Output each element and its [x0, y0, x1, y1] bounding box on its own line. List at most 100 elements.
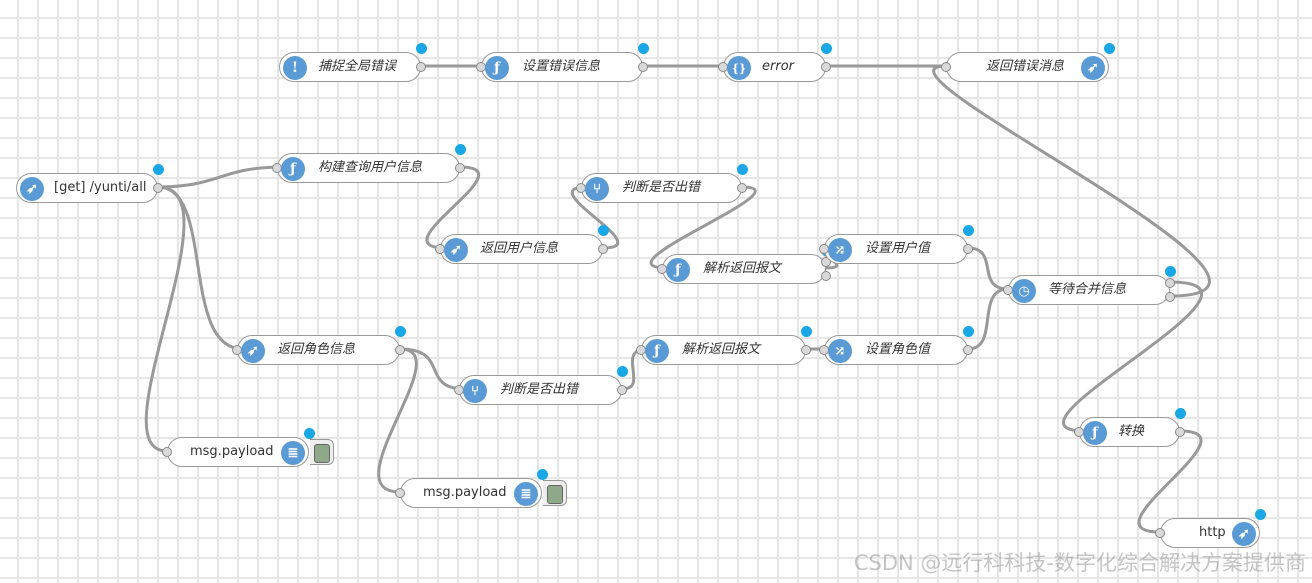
node-label: http [1199, 525, 1226, 540]
status-dot [963, 225, 974, 236]
node-label: 设置用户值 [865, 241, 931, 256]
node-label: 判断是否出错 [500, 382, 579, 397]
output-port-2[interactable] [821, 271, 831, 281]
output-port[interactable] [455, 163, 465, 173]
status-dot [416, 43, 427, 54]
return-error-response-node[interactable]: 返回错误消息 ➶ [941, 43, 1115, 82]
debug-node-2[interactable]: msg.payload ≣ [395, 469, 567, 508]
status-dot [598, 225, 609, 236]
function-icon: ƒ [666, 258, 690, 282]
status-dot [153, 164, 164, 175]
http-request-icon: ➶ [444, 238, 468, 262]
node-label: error [762, 59, 794, 74]
function-icon: ƒ [485, 56, 509, 80]
status-dot [1255, 509, 1266, 520]
build-query-function-node[interactable]: ƒ 构建查询用户信息 [272, 144, 466, 183]
output-port[interactable] [737, 183, 747, 193]
set-error-function-node[interactable]: ƒ 设置错误信息 [476, 43, 649, 82]
parse-response-function-node-2[interactable]: ƒ 解析返回报文 [636, 326, 812, 365]
output-port-2[interactable] [1165, 292, 1175, 302]
input-port[interactable] [395, 488, 405, 498]
node-label: 返回错误消息 [986, 59, 1065, 74]
switch-icon: ⑂ [463, 379, 487, 403]
http-response-icon: ➶ [1232, 522, 1256, 546]
node-label: msg.payload [190, 444, 274, 459]
wire-convert-to-http-out [1137, 429, 1203, 534]
check-error-switch-node-2[interactable]: ⑂ 判断是否出错 [454, 366, 628, 405]
node-label: 返回用户信息 [480, 241, 559, 256]
status-dot [395, 326, 406, 337]
set-user-change-node[interactable]: ⤮ 设置用户值 [819, 225, 974, 264]
function-icon: ƒ [645, 339, 669, 363]
wire-set-role-to-wait [967, 287, 1009, 351]
change-icon: ⤮ [828, 238, 852, 262]
parse-response-function-node-1[interactable]: ƒ 解析返回报文 [657, 245, 832, 284]
http-request-icon: ➶ [241, 339, 265, 363]
output-port[interactable] [395, 345, 405, 355]
change-icon: ⤮ [828, 339, 852, 363]
status-dot [638, 43, 649, 54]
watermark-text: CSDN @远行科科技-数字化综合解决方案提供商 [853, 551, 1306, 575]
output-port[interactable] [617, 385, 627, 395]
debug-node-1[interactable]: msg.payload ≣ [162, 428, 334, 467]
status-dot [737, 164, 748, 175]
status-dot [1175, 408, 1186, 419]
wire-build-query-to-return-user [425, 165, 480, 250]
check-error-switch-node-1[interactable]: ⑂ 判断是否出错 [576, 164, 748, 203]
output-port[interactable] [963, 244, 973, 254]
switch-icon: ⑂ [585, 177, 609, 201]
input-port[interactable] [162, 447, 172, 457]
wire-return-role-to-debug-2 [377, 347, 418, 494]
output-port[interactable] [1175, 427, 1185, 437]
http-response-node[interactable]: http ➶ [1155, 509, 1266, 548]
return-role-request-node[interactable]: ➶ 返回角色信息 [232, 326, 406, 365]
node-label: 解析返回报文 [682, 342, 761, 357]
debug-list-icon: ≣ [281, 441, 305, 465]
output-port[interactable] [1165, 278, 1175, 288]
convert-function-node[interactable]: ƒ 转换 [1074, 408, 1186, 447]
node-label: [get] /yunti/all [54, 180, 147, 195]
function-icon: ƒ [1083, 421, 1107, 445]
wait-merge-join-node[interactable]: ◷ 等待合并信息 [1003, 266, 1176, 305]
debug-toggle-button[interactable] [310, 439, 334, 465]
input-port[interactable] [1155, 528, 1165, 538]
catch-all-node[interactable]: ! 捕捉全局错误 [279, 43, 427, 82]
node-label: 设置角色值 [865, 342, 931, 357]
status-dot [455, 144, 466, 155]
http-in-node[interactable]: ➶ [get] /yunti/all [16, 164, 164, 203]
status-dot [821, 43, 832, 54]
wire-return-user-to-check-error-1 [570, 185, 620, 250]
wire-set-user-to-wait [967, 246, 1009, 291]
exclamation-icon: ! [283, 56, 307, 80]
status-dot [537, 469, 548, 480]
output-port[interactable] [801, 345, 811, 355]
node-label: 设置错误信息 [522, 59, 601, 74]
output-port[interactable] [821, 62, 831, 72]
output-port[interactable] [638, 62, 648, 72]
status-dot [304, 428, 315, 439]
wire-wait-to-return-error [932, 64, 1211, 298]
output-port[interactable] [963, 345, 973, 355]
error-template-node[interactable]: {} error [718, 43, 832, 82]
status-dot [617, 366, 628, 377]
output-port[interactable] [153, 183, 163, 193]
return-user-request-node[interactable]: ➶ 返回用户信息 [435, 225, 609, 264]
http-response-icon: ➶ [1081, 56, 1105, 80]
node-label: msg.payload [423, 485, 507, 500]
wire-check-error-1-to-parse-1 [649, 185, 757, 270]
output-port[interactable] [416, 62, 426, 72]
wire-httpin-to-debug-1 [144, 185, 186, 453]
input-port[interactable] [941, 62, 951, 72]
status-dot [801, 326, 812, 337]
wire-httpin-to-return-role [157, 185, 244, 351]
set-role-change-node[interactable]: ⤮ 设置角色值 [819, 326, 974, 365]
node-label: 构建查询用户信息 [318, 160, 423, 175]
http-in-icon: ➶ [20, 177, 44, 201]
status-dot [963, 326, 974, 337]
node-label: 判断是否出错 [622, 180, 701, 195]
toggle-indicator [547, 485, 563, 504]
debug-list-icon: ≣ [514, 482, 538, 506]
output-port[interactable] [598, 244, 608, 254]
debug-toggle-button[interactable] [543, 480, 567, 506]
